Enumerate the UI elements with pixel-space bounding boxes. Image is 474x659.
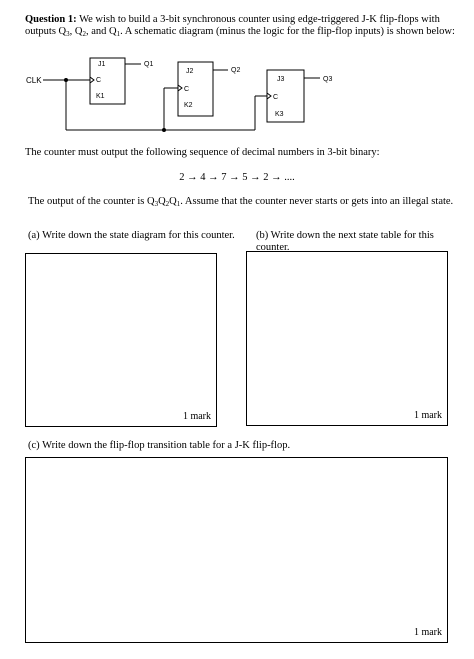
ff2-j-label: J2 (186, 68, 194, 75)
junction-dot-1 (64, 78, 68, 82)
part-b-prompt: (b) Write down the next state table for … (256, 230, 456, 254)
output-note: The output of the counter is Q3Q2Q1. Ass… (28, 196, 458, 210)
part-c-prompt: (c) Write down the flip-flop transition … (28, 440, 291, 451)
ff1-k-label: K1 (96, 93, 105, 100)
ff1-j-label: J1 (98, 61, 106, 68)
sub-1: 1 (116, 30, 121, 38)
ff3-k-label: K3 (275, 111, 284, 118)
question-line-2-pre: outputs Q (25, 26, 67, 37)
sequence: 2 → 4 → 7 → 5 → 2 → .... (179, 172, 295, 183)
question-line-2-post: . A schematic diagram (minus the logic f… (120, 26, 455, 37)
sep-a: , Q (69, 26, 83, 37)
clock-triangle-3 (266, 92, 272, 100)
output-q1: Q (169, 196, 177, 207)
sep-b: , and Q (85, 26, 117, 37)
clock-triangle-1 (89, 76, 95, 84)
flip-flop-2-box (177, 61, 214, 117)
output-sub-3: 3 (154, 200, 159, 208)
ff2-k-label: K2 (184, 102, 193, 109)
output-sub-1: 1 (176, 200, 181, 208)
ff3-c-label: C (273, 94, 278, 101)
ff3-j-label: J3 (277, 76, 285, 83)
output-note-post: . Assume that the counter never starts o… (180, 196, 454, 207)
output-q2: Q (158, 196, 166, 207)
output-note-pre: The output of the counter is Q (28, 196, 155, 207)
ff1-c-label: C (96, 77, 101, 84)
ff3-q-label: Q3 (323, 76, 332, 83)
part-b-prompt-line-2: counter. (256, 242, 290, 253)
part-b-mark: 1 mark (413, 410, 442, 421)
sub-3: 3 (66, 30, 70, 38)
question-label: Question 1: (25, 14, 77, 25)
part-b-prompt-line-1: (b) Write down the next state table for … (256, 230, 434, 241)
question-line-1-text: We wish to build a 3-bit synchronous cou… (79, 14, 440, 25)
output-sub-2: 2 (165, 200, 170, 208)
counter-schematic: CLK J1 C K1 Q1 J2 C K2 Q2 J3 C K3 Q3 (26, 57, 332, 132)
ff2-c-label: C (184, 86, 189, 93)
junction-dot-2 (162, 128, 166, 132)
ff1-q-label: Q1 (144, 61, 153, 68)
part-c-answer-box[interactable]: 1 mark (25, 457, 448, 643)
sub-2: 2 (82, 30, 86, 38)
part-c-mark: 1 mark (413, 627, 442, 638)
part-a-mark: 1 mark (182, 411, 211, 422)
part-a-prompt: (a) Write down the state diagram for thi… (28, 230, 235, 241)
sequence-intro: The counter must output the following se… (25, 147, 380, 158)
flip-flop-1-box (89, 57, 126, 105)
ff2-q-label: Q2 (231, 67, 240, 74)
part-b-answer-box[interactable]: 1 mark (246, 251, 448, 426)
question-line-1: Question 1: We wish to build a 3-bit syn… (25, 14, 455, 26)
question-text: Question 1: We wish to build a 3-bit syn… (25, 14, 455, 40)
question-line-2: outputs Q3, Q2, and Q1. A schematic diag… (25, 26, 455, 40)
clock-triangle-2 (177, 84, 183, 92)
part-a-answer-box[interactable]: 1 mark (25, 253, 217, 427)
clk-label: CLK (26, 76, 42, 85)
